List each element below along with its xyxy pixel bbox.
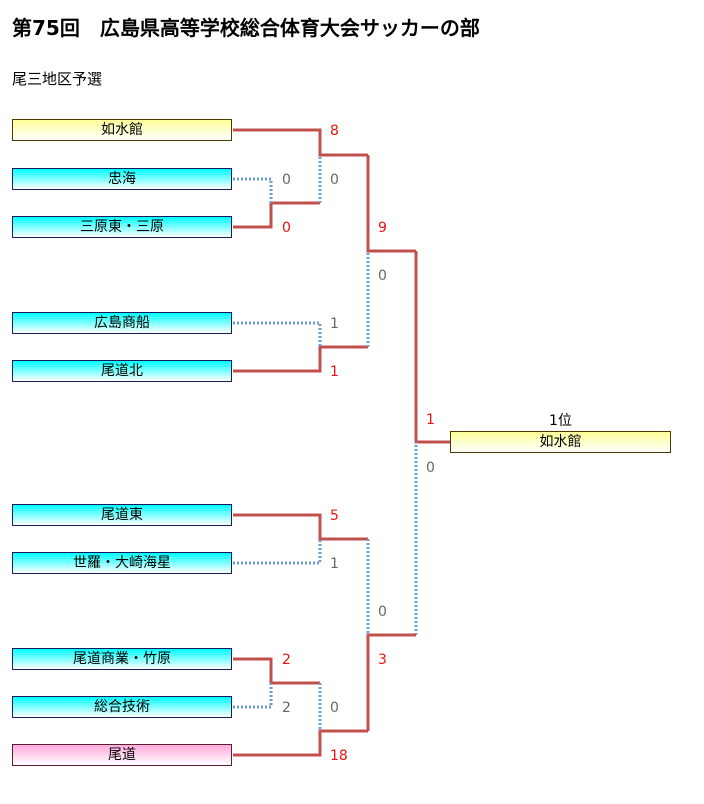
line-lose (233, 539, 322, 565)
score-label: 8 (330, 123, 339, 139)
score-label: 1 (330, 364, 339, 380)
line-win (233, 729, 368, 757)
line-win (233, 201, 320, 229)
score-label: 2 (282, 700, 291, 716)
team-box: 広島商船 (12, 312, 232, 334)
score-label: 5 (330, 508, 339, 524)
score-label: 1 (426, 412, 435, 428)
line-win (366, 633, 416, 731)
line-lose (233, 321, 322, 347)
score-label: 0 (426, 460, 435, 476)
team-box: 尾道商業・竹原 (12, 648, 232, 670)
score-label: 1 (330, 316, 339, 332)
score-label: 0 (282, 220, 291, 236)
score-label: 2 (282, 652, 291, 668)
line-lose (233, 683, 273, 709)
team-box: 三原東・三原 (12, 216, 232, 238)
team-box: 総合技術 (12, 696, 232, 718)
score-label: 0 (378, 604, 387, 620)
line-win (233, 128, 368, 157)
line-win (233, 345, 368, 373)
page-title: 第75回 広島県高等学校総合体育大会サッカーの部 (12, 16, 480, 40)
score-label: 0 (330, 172, 339, 188)
champion-box: 如水館 (450, 431, 671, 453)
line-win (233, 657, 320, 685)
team-box: 如水館 (12, 119, 232, 141)
line-win (233, 513, 368, 541)
score-label: 0 (330, 700, 339, 716)
score-label: 0 (378, 268, 387, 284)
team-box: 尾道東 (12, 504, 232, 526)
rank-label: 1位 (549, 413, 572, 429)
team-box: 世羅・大崎海星 (12, 552, 232, 574)
score-label: 0 (282, 172, 291, 188)
team-box: 忠海 (12, 168, 232, 190)
line-lose (233, 177, 273, 203)
page-subtitle: 尾三地区予選 (12, 70, 103, 88)
team-box: 尾道北 (12, 360, 232, 382)
score-label: 18 (330, 748, 348, 764)
score-label: 1 (330, 556, 339, 572)
team-box: 尾道 (12, 744, 232, 766)
line-win (366, 155, 416, 253)
score-label: 9 (378, 220, 387, 236)
score-label: 3 (378, 652, 387, 668)
